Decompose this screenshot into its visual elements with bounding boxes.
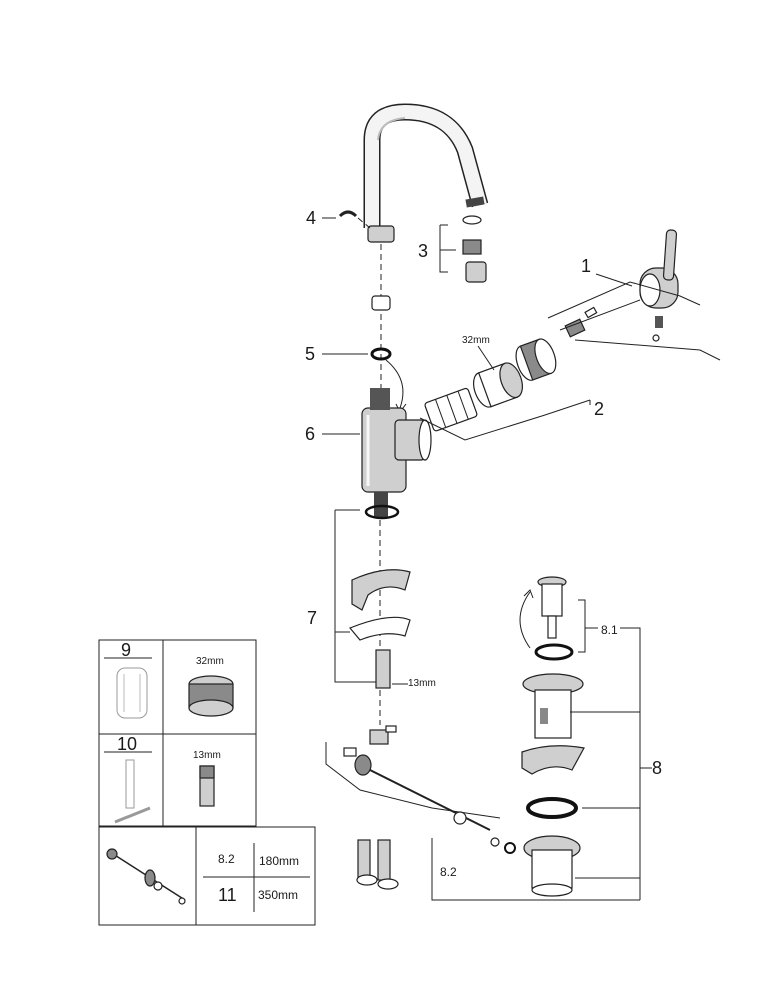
- tool-10-label: 10: [117, 734, 137, 754]
- cartridge-nut: [515, 338, 557, 381]
- callout-8-2: 8.2: [440, 865, 457, 879]
- cap: [652, 334, 660, 342]
- pop-up-rod: [369, 769, 491, 831]
- base-seal: [364, 504, 400, 520]
- cartridge-32mm: [473, 362, 523, 408]
- fixing-stud: [375, 649, 391, 689]
- row-2-length: 350mm: [258, 888, 298, 902]
- handle-screw: [584, 306, 598, 319]
- aerator-housing: [465, 261, 487, 283]
- waste-tail: [531, 849, 573, 889]
- cartridge-size-label: 32mm: [462, 335, 490, 346]
- horseshoe-washer: [349, 616, 411, 641]
- clamp-screw: [385, 725, 397, 733]
- tool-9-icon: [116, 667, 148, 719]
- callout-3: 3: [418, 241, 428, 261]
- tool-9-size: 32mm: [196, 656, 224, 667]
- rod-ball: [453, 811, 467, 825]
- plug-stem: [541, 583, 563, 617]
- callout-6: 6: [305, 424, 315, 444]
- tool-9-label: 9: [121, 640, 131, 660]
- retaining-clip: [338, 210, 358, 218]
- tool-10-icon: [125, 759, 135, 809]
- spout-base: [367, 225, 395, 243]
- handle-adaptor: [564, 318, 586, 338]
- callout-8: 8: [652, 758, 662, 778]
- tie-rod-right: [377, 839, 391, 881]
- tool-10-size: 13mm: [193, 750, 221, 761]
- callout-1: 1: [581, 256, 591, 276]
- o-ring: [370, 347, 392, 361]
- aerator-washer: [462, 215, 482, 225]
- set-screw: [655, 316, 663, 328]
- tools-table: [98, 639, 316, 926]
- rod-clamp: [369, 729, 389, 745]
- body-thread: [370, 388, 390, 410]
- rod-knob: [354, 754, 372, 776]
- row-1-length: 180mm: [259, 854, 299, 868]
- plug-seal: [534, 643, 574, 661]
- cartridge-assembly: [419, 338, 591, 441]
- waste-seal: [526, 797, 578, 819]
- spout-adaptor: [371, 295, 391, 311]
- mounting-set: [334, 492, 411, 689]
- spindle-size-label: 13mm: [408, 678, 436, 689]
- pop-up-rod-assembly: [325, 725, 640, 901]
- row-1-part: 8.2: [218, 852, 235, 866]
- callout-7: 7: [307, 608, 317, 628]
- tie-rod-left: [357, 839, 371, 881]
- pop-up-waste: [519, 576, 652, 900]
- rod-screw: [343, 747, 357, 757]
- callout-2: 2: [594, 399, 604, 419]
- aerator-assembly: [439, 215, 487, 283]
- waste-washer: [521, 745, 585, 775]
- callout-5: 5: [305, 344, 315, 364]
- spout-tip: [465, 196, 485, 208]
- callout-4: 4: [306, 208, 316, 228]
- lever-handle: [547, 229, 721, 361]
- mixer-body: [361, 388, 432, 493]
- spout: [363, 103, 489, 243]
- aerator-insert: [462, 239, 482, 255]
- callout-8-1: 8.1: [601, 623, 618, 637]
- row-2-part: 11: [218, 885, 237, 905]
- counter-plate: [351, 569, 411, 611]
